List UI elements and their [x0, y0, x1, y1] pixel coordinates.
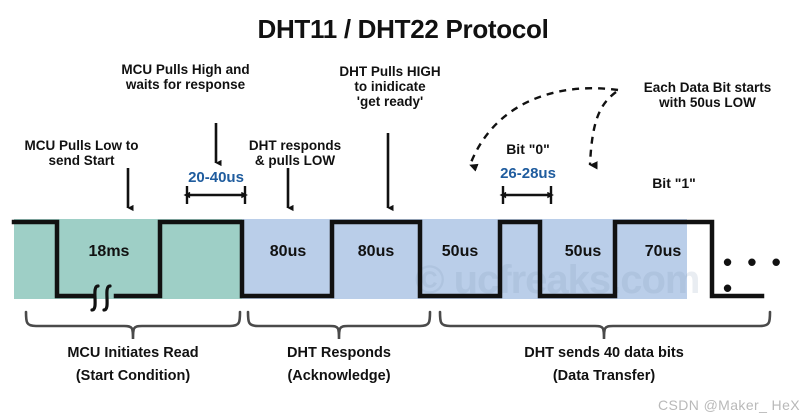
phase-subtitle-data-transfer: (Data Transfer) [552, 368, 656, 384]
annotation-arrows [126, 123, 394, 212]
segment-label-50us-second: 50us [564, 243, 602, 260]
phase-subtitle-start-condition: (Start Condition) [75, 368, 191, 384]
dashed-callouts [468, 87, 619, 172]
bracket-data-transfer [438, 310, 772, 340]
phase-brackets [24, 310, 772, 340]
signal-waveform [11, 219, 765, 299]
break-symbol [90, 284, 112, 312]
dashed-arrow-right [588, 91, 617, 170]
annotation-dht-pulls-high: DHT Pulls HIGH to inidicate 'get ready' [339, 64, 441, 110]
waveform-continuation-dots: • • • • [723, 247, 785, 303]
dim-26-28us [499, 186, 554, 204]
annotation-mcu-pulls-low: MCU Pulls Low to send Start [24, 138, 139, 169]
annotation-dht-responds: DHT responds & pulls LOW [248, 138, 342, 169]
annotation-each-data-bit: Each Data Bit starts with 50us LOW [643, 80, 772, 111]
phase-title-acknowledge: DHT Responds [287, 345, 391, 361]
segment-label-80us-low: 80us [269, 243, 307, 260]
start-band [14, 219, 242, 299]
label-20-40us: 20-40us [188, 169, 244, 186]
phase-title-start-condition: MCU Initiates Read [67, 345, 199, 361]
label-bit-zero: Bit "0" [506, 141, 550, 157]
dashed-arrow-left [468, 87, 619, 172]
bracket-start-condition [24, 310, 242, 340]
bracket-acknowledge [246, 310, 432, 340]
phase-subtitle-acknowledge: (Acknowledge) [287, 368, 391, 384]
annotation-mcu-pulls-high: MCU Pulls High and waits for response [121, 62, 250, 93]
phase-title-data-transfer: DHT sends 40 data bits [524, 345, 684, 361]
page-title: DHT11 / DHT22 Protocol [257, 14, 549, 44]
segment-label-80us-high: 80us [357, 243, 395, 260]
author-watermark: CSDN @Maker_ HeX [658, 397, 800, 413]
segment-label-18ms: 18ms [88, 243, 130, 260]
dim-20-40us [183, 186, 248, 204]
segment-label-50us-first: 50us [441, 243, 479, 260]
segment-label-70us: 70us [644, 243, 682, 260]
label-26-28us: 26-28us [500, 165, 556, 182]
label-bit-one: Bit "1" [652, 175, 696, 191]
